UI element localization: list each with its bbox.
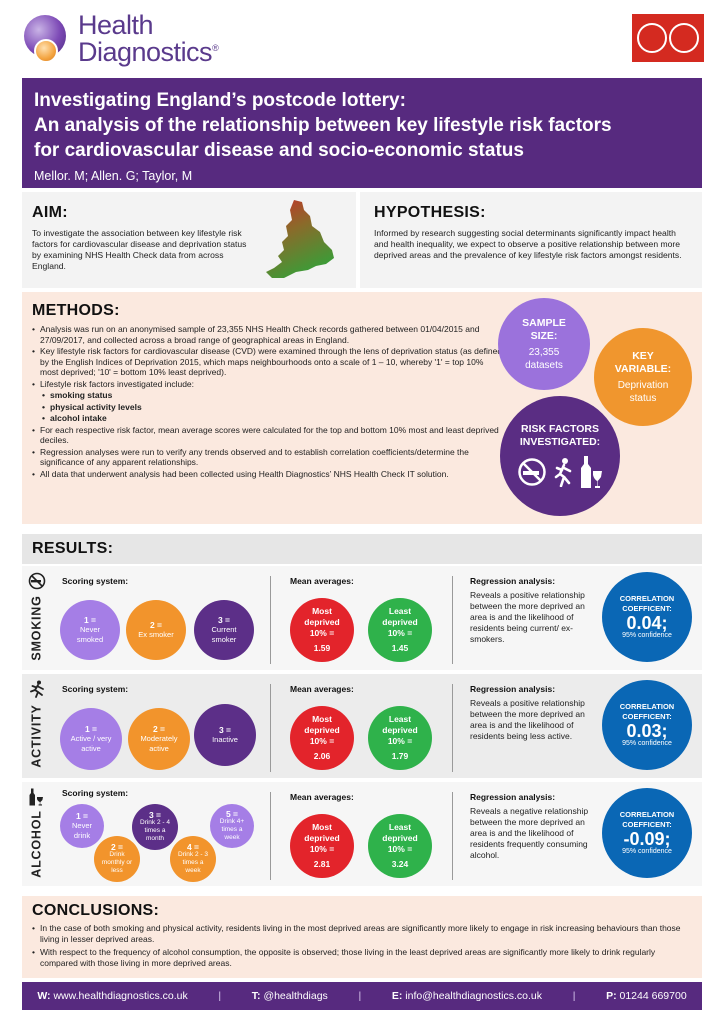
methods-bullet: Regression analyses were run to verify a…	[32, 447, 504, 468]
activity-row: ACTIVITY Scoring system: 1 =Active / ver…	[22, 674, 702, 778]
column-divider	[452, 684, 453, 772]
least-deprived-circle: Least deprived 10% =1.79	[368, 706, 432, 770]
mean-heading: Mean averages:	[290, 576, 354, 586]
score-circle: 3 =Drink 2 - 4 times a month	[132, 804, 178, 850]
logo-text: Health Diagnostics®	[78, 10, 219, 67]
score-circle: 3 =Current smoker	[194, 600, 254, 660]
score-circle: 2 =Ex smoker	[126, 600, 186, 660]
regression-heading: Regression analysis:	[470, 684, 556, 694]
column-divider	[270, 684, 271, 772]
results-heading: RESULTS:	[32, 540, 114, 557]
methods-bullet: For each respective risk factor, mean av…	[32, 425, 504, 446]
aim-heading: AIM:	[32, 204, 68, 221]
footer-twitter[interactable]: T: @healthdiags	[251, 990, 328, 1002]
accreditation-badges	[632, 14, 704, 62]
score-circle: 3 =Inactive	[194, 704, 256, 766]
footer-separator: |	[218, 990, 222, 1002]
methods-bullet: Lifestyle risk factors investigated incl…	[32, 379, 504, 390]
aim-hypothesis-section: AIM: To investigate the association betw…	[22, 192, 702, 288]
title-band: Investigating England’s postcode lottery…	[22, 78, 702, 188]
mean-heading: Mean averages:	[290, 684, 354, 694]
scoring-heading: Scoring system:	[62, 576, 129, 586]
conclusions-list: In the case of both smoking and physical…	[32, 923, 692, 969]
correlation-circle: CORRELATION COEFFICENT: 0.03; 95% confid…	[602, 680, 692, 770]
hypothesis-heading: HYPOTHESIS:	[374, 204, 486, 221]
regression-text: Reveals a positive relationship between …	[470, 590, 585, 644]
regression-heading: Regression analysis:	[470, 792, 556, 802]
score-circle: 1 =Never smoked	[60, 600, 120, 660]
footer-phone[interactable]: P: 01244 669700	[606, 990, 687, 1002]
poster-title: Investigating England’s postcode lottery…	[34, 90, 612, 161]
sample-size-circle: SAMPLE SIZE: 23,355 datasets	[498, 298, 590, 390]
regression-heading: Regression analysis:	[470, 576, 556, 586]
conclusions-heading: CONCLUSIONS:	[32, 902, 160, 919]
no-smoking-icon	[28, 572, 46, 590]
aim-panel: AIM: To investigate the association betw…	[22, 192, 352, 288]
england-map-icon	[266, 200, 334, 278]
risk-factor-item: physical activity levels	[32, 402, 504, 413]
health-diagnostics-logo: Health Diagnostics®	[24, 10, 219, 67]
regression-text: Reveals a negative relationship between …	[470, 806, 589, 860]
running-person-icon	[554, 458, 572, 487]
aim-text: To investigate the association between k…	[32, 228, 247, 271]
score-circle: 1 =Never drink	[60, 804, 104, 848]
alcohol-label: ALCOHOL	[30, 810, 44, 878]
smoking-label: SMOKING	[30, 595, 45, 661]
regression-text: Reveals a positive relationship between …	[470, 698, 585, 741]
running-person-icon	[30, 680, 44, 698]
results-heading-bar: RESULTS:	[22, 534, 702, 564]
score-circle: 4 =Drink 2 - 3 times a week	[170, 836, 216, 882]
logo-mark-icon	[24, 15, 74, 63]
score-circle: 5 =Drink 4+ times a week	[210, 804, 254, 848]
most-deprived-circle: Most deprived 10% =2.81	[290, 814, 354, 878]
key-variable-circle: KEY VARIABLE: Deprivation status	[594, 328, 692, 426]
footer-email[interactable]: E: info@healthdiagnostics.co.uk	[391, 990, 543, 1002]
conclusion-bullet: With respect to the frequency of alcohol…	[32, 947, 692, 969]
hypothesis-panel: HYPOTHESIS: Informed by research suggest…	[356, 192, 702, 288]
least-deprived-circle: Least deprived 10% =3.24	[368, 814, 432, 878]
footer-separator: |	[572, 990, 576, 1002]
most-deprived-circle: Most deprived 10% =1.59	[290, 598, 354, 662]
correlation-circle: CORRELATION COEFFICENT: -0.09; 95% confi…	[602, 788, 692, 878]
methods-heading: METHODS:	[32, 302, 120, 319]
column-divider	[270, 792, 271, 880]
iso-seal-icon	[637, 23, 667, 53]
authors: Mellor. M; Allen. G; Taylor, M	[34, 169, 193, 183]
column-divider	[452, 792, 453, 880]
column-divider	[452, 576, 453, 664]
methods-section: METHODS: Analysis was run on an anonymis…	[22, 292, 702, 524]
activity-label: ACTIVITY	[30, 704, 45, 768]
mean-heading: Mean averages:	[290, 792, 354, 802]
least-deprived-circle: Least deprived 10% =1.45	[368, 598, 432, 662]
scoring-heading: Scoring system:	[62, 788, 129, 798]
conclusions-section: CONCLUSIONS: In the case of both smoking…	[22, 896, 702, 978]
score-circle: 1 =Active / very active	[60, 708, 122, 770]
alcohol-row: ALCOHOL Scoring system: 1 =Never drink 2…	[22, 782, 702, 886]
footer-website[interactable]: W: www.healthdiagnostics.co.uk	[37, 990, 188, 1002]
wine-bottle-glass-icon	[29, 788, 43, 806]
score-circle: 2 =Drink monthly or less	[94, 836, 140, 882]
conclusion-bullet: In the case of both smoking and physical…	[32, 923, 692, 945]
methods-bullet: Key lifestyle risk factors for cardiovas…	[32, 346, 504, 378]
scoring-heading: Scoring system:	[62, 684, 129, 694]
most-deprived-circle: Most deprived 10% =2.06	[290, 706, 354, 770]
footer: W: www.healthdiagnostics.co.uk | T: @hea…	[22, 982, 702, 1010]
methods-list: Analysis was run on an anonymised sample…	[32, 324, 504, 480]
wine-bottle-glass-icon	[581, 456, 602, 488]
score-circle: 2 =Moderately active	[128, 708, 190, 770]
footer-separator: |	[358, 990, 362, 1002]
methods-bullet: Analysis was run on an anonymised sample…	[32, 324, 504, 345]
risk-factor-item: alcohol intake	[32, 413, 504, 424]
accreditation-seal-icon	[669, 23, 699, 53]
methods-bullet: All data that underwent analysis had bee…	[32, 469, 504, 480]
smoking-row: SMOKING Scoring system: 1 =Never smoked …	[22, 566, 702, 670]
risk-factors-circle: RISK FACTORS INVESTIGATED:	[500, 396, 620, 516]
no-smoking-icon	[518, 458, 546, 486]
hypothesis-text: Informed by research suggesting social d…	[374, 228, 682, 260]
risk-factor-item: smoking status	[32, 390, 504, 401]
column-divider	[270, 576, 271, 664]
correlation-circle: CORRELATION COEFFICENT: 0.04; 95% confid…	[602, 572, 692, 662]
